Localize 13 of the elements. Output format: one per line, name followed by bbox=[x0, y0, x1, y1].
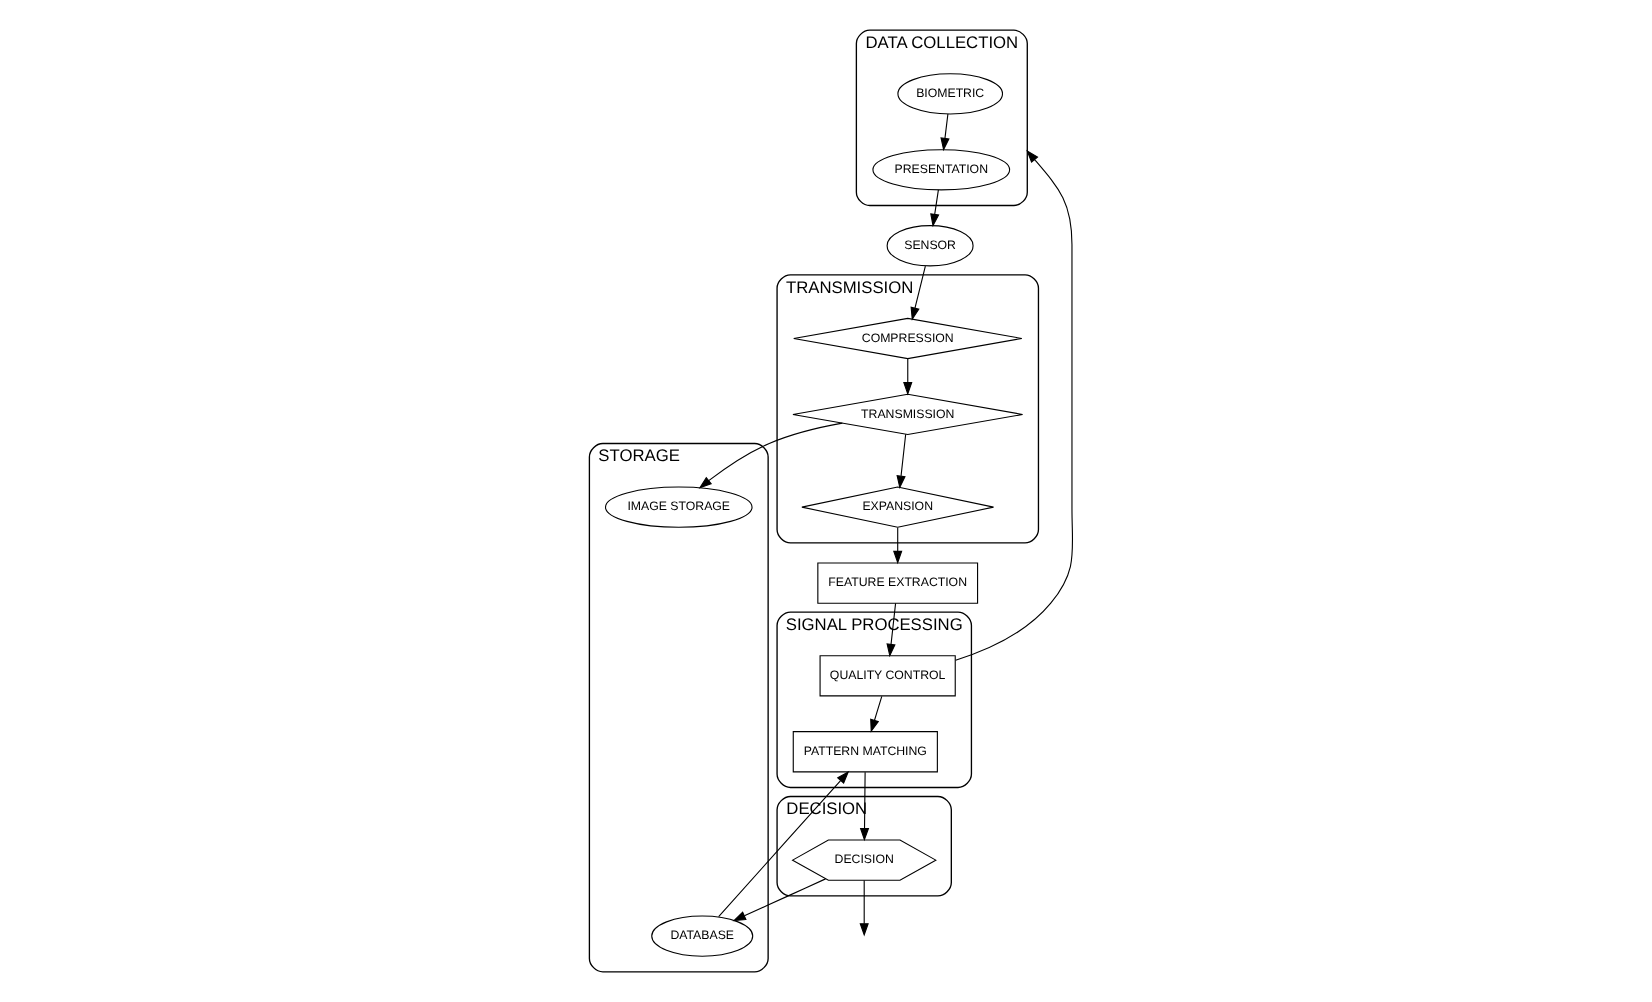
arrow bbox=[909, 265, 925, 321]
arrow bbox=[717, 770, 849, 918]
arrow bbox=[697, 422, 842, 489]
arrow bbox=[731, 878, 826, 922]
arrow bbox=[902, 358, 912, 396]
arrow bbox=[929, 189, 939, 228]
arrow bbox=[954, 149, 1073, 661]
arrow bbox=[869, 695, 882, 733]
arrow bbox=[858, 880, 868, 937]
arrow bbox=[858, 771, 869, 842]
arrow bbox=[895, 433, 906, 489]
arrow bbox=[939, 113, 949, 152]
arrow bbox=[892, 527, 902, 565]
